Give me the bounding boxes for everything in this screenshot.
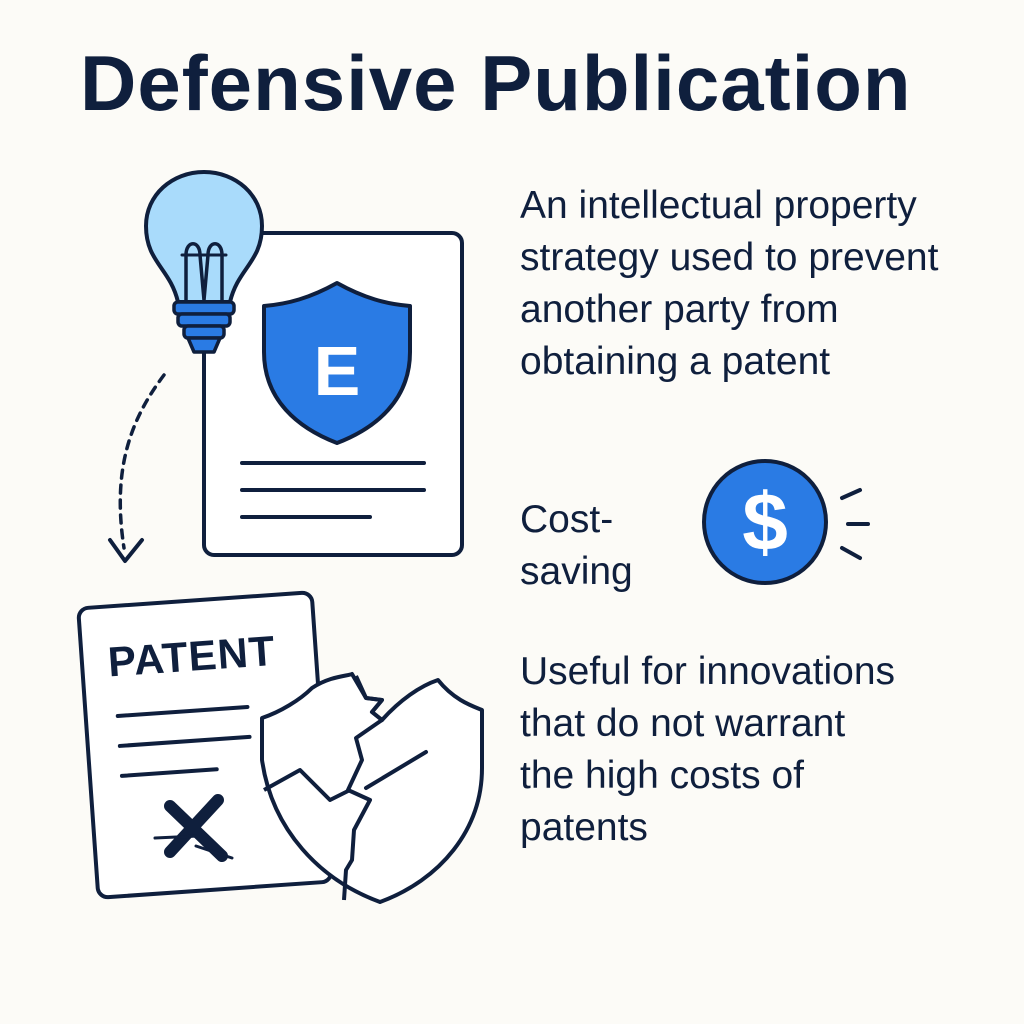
cost-line: saving (520, 550, 633, 593)
usefulness-line: the high costs of (520, 754, 805, 797)
definition-line: another party from (520, 288, 839, 331)
x-mark-icon (153, 794, 234, 862)
currency-symbol: $ (742, 477, 788, 568)
definition-line: An intellectual property (520, 184, 917, 227)
cost-saving-label: Cost- saving (520, 494, 690, 598)
definition-line: obtaining a patent (520, 340, 831, 383)
rejected-patent-icon: PATENT (76, 590, 334, 900)
badge-letter: E (314, 332, 361, 410)
lightbulb-icon (144, 170, 264, 400)
broken-shield-icon (260, 672, 484, 904)
usefulness-line: Useful for innovations (520, 650, 896, 693)
cost-line: Cost- (520, 498, 614, 541)
patent-heading: PATENT (106, 627, 277, 686)
shield-document-icon: E (202, 231, 464, 557)
page-title: Defensive Publication (80, 39, 912, 127)
dashed-arrow-icon (108, 373, 166, 563)
usefulness-line: that do not warrant (520, 702, 846, 745)
dollar-coin-icon: $ (702, 459, 870, 585)
definition-text: An intellectual property strategy used t… (520, 180, 1000, 388)
usefulness-text: Useful for innovations that do not warra… (520, 646, 1000, 854)
usefulness-line: patents (520, 806, 648, 849)
definition-line: strategy used to prevent (520, 236, 939, 279)
